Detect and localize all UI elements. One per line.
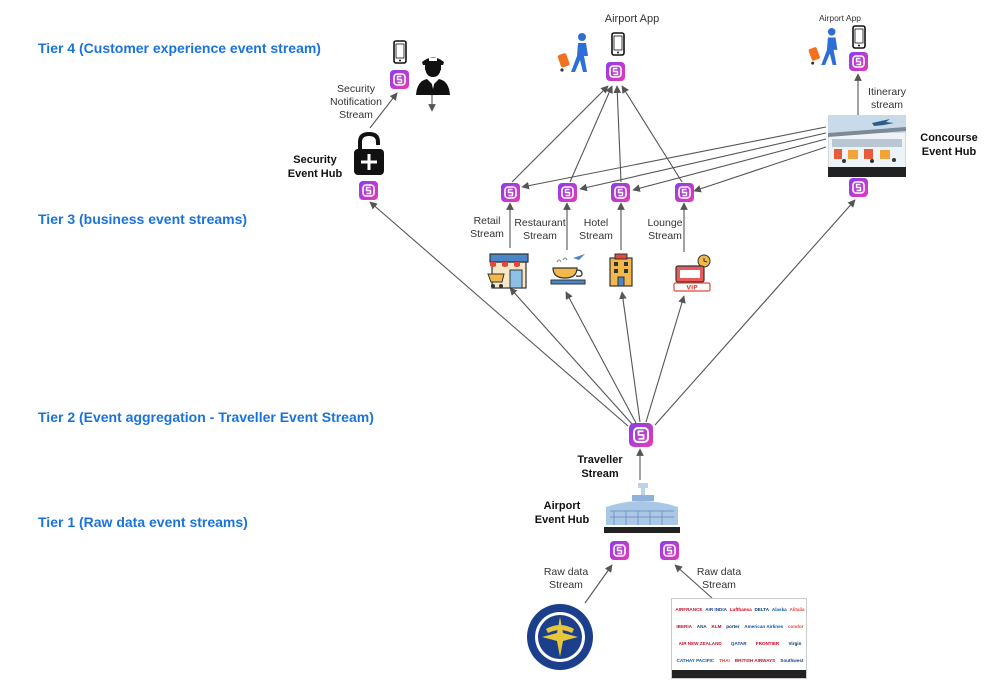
hotel-stream-label: Hotel Stream — [579, 217, 613, 242]
airline-logo: DELTA — [754, 606, 770, 612]
airline-logo: IBERIA — [676, 623, 692, 629]
edge-traveller-to-lounge — [645, 295, 686, 423]
airline-logo: American Airlines — [744, 623, 784, 629]
edge-traveller-to-security — [369, 201, 629, 427]
edge-concourse-to-hotel — [632, 138, 827, 192]
raw-data-left-label: Raw data Stream — [543, 566, 589, 591]
tier-2-heading: Tier 2 (Event aggregation - Traveller Ev… — [38, 409, 374, 425]
airline-logo: AIR INDIA — [705, 606, 727, 612]
edge-concourse-to-restaurant — [579, 132, 827, 192]
airline-logo: THAI — [719, 657, 730, 663]
traveller-icon-main — [557, 33, 588, 72]
edge-faa-to-hub — [584, 564, 613, 604]
airline-logo: KLM — [711, 623, 722, 629]
airline-logo: CATHAY PACIFIC — [676, 657, 715, 663]
collage-footer-bar — [672, 670, 806, 678]
airport-terminal-image — [604, 483, 680, 533]
traveller-stream-label: Traveller Stream — [577, 454, 623, 480]
stream-icon-retail[interactable] — [501, 183, 520, 202]
edge-lounge-to-app — [621, 85, 683, 183]
lock-icon — [354, 131, 384, 175]
edge-traveller-to-concourse — [654, 199, 856, 426]
hotel-icon — [609, 253, 633, 287]
lounge-stream-label: Lounge Stream — [647, 217, 683, 242]
airline-logo: Lufthansa — [729, 606, 752, 612]
airline-logo: AIR NEW ZEALAND — [678, 640, 722, 646]
airline-logo: Virgin — [788, 640, 802, 646]
edge-traveller-to-hotel — [619, 291, 641, 423]
stream-icon-restaurant[interactable] — [558, 183, 577, 202]
airline-logo: AIRFRANCE — [675, 606, 703, 612]
stream-icon-airport-app[interactable] — [606, 62, 625, 81]
airline-logo: FRONTIER — [755, 640, 780, 646]
pilot-icon — [416, 57, 450, 95]
itinerary-stream-label: Itinerary stream — [868, 86, 906, 111]
security-hub-label: Security Event Hub — [287, 154, 343, 180]
edge-security-to-notification — [369, 92, 398, 129]
edge-traveller-to-restaurant — [565, 291, 637, 424]
restaurant-icon — [550, 254, 586, 285]
concourse-image — [828, 115, 906, 177]
airline-logo: condor — [787, 623, 804, 629]
retail-store-icon — [487, 253, 529, 289]
phone-icon-security — [393, 40, 407, 64]
stream-icon-hotel[interactable] — [611, 183, 630, 202]
edge-restaurant-to-app — [569, 85, 613, 183]
tier-3-heading: Tier 3 (business event streams) — [38, 211, 248, 227]
airport-hub-label: Airport Event Hub — [534, 500, 590, 526]
airline-logo: Southwest — [780, 657, 804, 663]
traveller-icon-small — [808, 28, 838, 66]
edge-concourse-to-retail — [521, 126, 827, 190]
airline-logo: ANA — [696, 623, 707, 629]
tier-4-heading: Tier 4 (Customer experience event stream… — [38, 40, 321, 56]
stream-icon-lounge[interactable] — [675, 183, 694, 202]
stream-icon-security-notification[interactable] — [390, 70, 409, 89]
stream-icon-security-hub[interactable] — [359, 181, 378, 200]
airline-logo: porter — [726, 623, 740, 629]
airline-logo: BRITISH AIRWAYS — [734, 657, 776, 663]
raw-data-right-label: Raw data Stream — [696, 566, 742, 591]
airline-logo: Alitalia — [789, 606, 805, 612]
edge-airlines-to-hub — [674, 564, 713, 599]
stream-icon-concourse[interactable] — [849, 178, 868, 197]
airline-logo: QATAR — [730, 640, 747, 646]
stream-icon-raw-left[interactable] — [610, 541, 629, 560]
stream-icon-traveller[interactable] — [629, 423, 653, 447]
stream-icon-raw-right[interactable] — [660, 541, 679, 560]
phone-icon-small — [852, 25, 866, 49]
airport-app-small-label: Airport App — [818, 13, 862, 23]
edge-retail-to-app — [511, 85, 609, 183]
phone-icon-airport-app — [611, 32, 625, 56]
tier-1-heading: Tier 1 (Raw data event streams) — [38, 514, 248, 530]
security-notification-label: Security Notification Stream — [330, 83, 382, 121]
retail-stream-label: Retail Stream — [470, 215, 504, 240]
edge-hotel-to-app — [613, 85, 622, 183]
airline-logo: Alaska — [771, 606, 787, 612]
vip-lounge-icon: VIP — [673, 254, 711, 292]
stream-icon-airport-app-small[interactable] — [849, 52, 868, 71]
restaurant-stream-label: Restaurant Stream — [514, 217, 566, 242]
airport-app-main-label: Airport App — [604, 13, 660, 25]
edge-concourse-to-lounge — [693, 146, 827, 193]
faa-seal-image — [527, 604, 593, 670]
svg-text:VIP: VIP — [686, 285, 698, 292]
edge-traveller-to-retail — [509, 287, 633, 425]
concourse-hub-label: Concourse Event Hub — [920, 132, 978, 158]
